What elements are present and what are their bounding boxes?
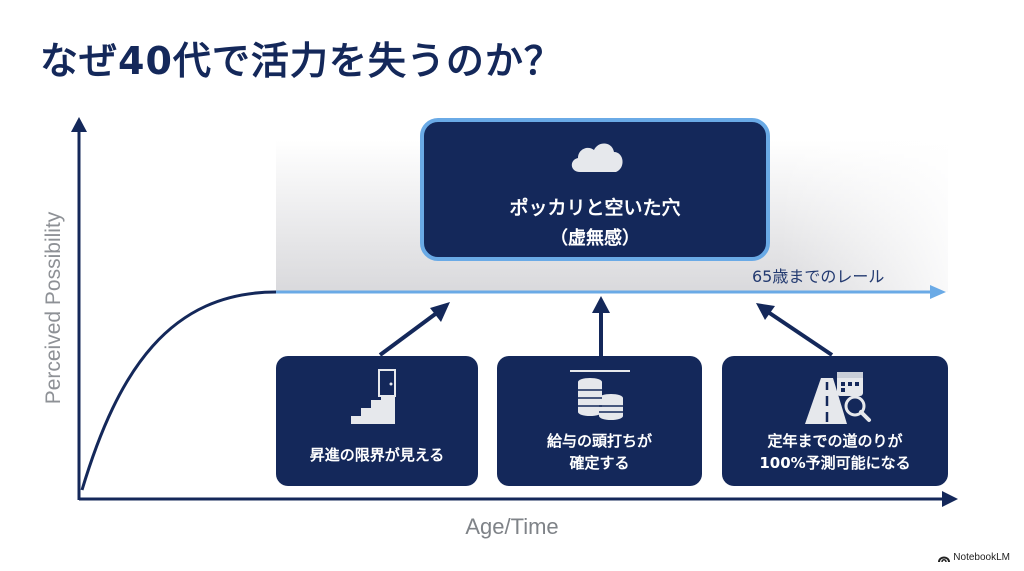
x-axis-label: Age/Time	[465, 514, 559, 539]
arrow-left	[378, 302, 450, 357]
center-box: ポッカリと空いた穴 （虚無感）	[420, 118, 770, 261]
card-line: 昇進の限界が見える	[309, 446, 445, 464]
road-calendar-icon	[795, 368, 875, 430]
arrow-right	[756, 303, 834, 357]
brand-badge: NotebookLM	[938, 552, 1010, 563]
card-line: 確定する	[569, 454, 630, 472]
y-axis	[71, 117, 87, 500]
possibility-curve	[80, 290, 277, 491]
arrow-center	[592, 296, 610, 356]
rail-label: 65歳までのレール	[752, 267, 885, 286]
stairs-door-icon	[349, 368, 405, 430]
card-predictable-path-text: 定年までの道のりが 100%予測可能になる	[722, 430, 948, 474]
card-promotion-limit-text: 昇進の限界が見える	[276, 444, 478, 466]
y-axis-label: Perceived Possibility	[42, 211, 65, 405]
center-box-title: ポッカリと空いた穴	[509, 197, 681, 219]
card-salary-cap: 給与の頭打ちが 確定する	[497, 356, 702, 486]
notebooklm-logo-icon	[938, 556, 951, 562]
cloud-icon	[566, 138, 628, 182]
center-box-subtitle: （虚無感）	[550, 228, 640, 249]
page-title: なぜ40代で活力を失うのか？	[40, 39, 563, 83]
card-predictable-path: 定年までの道のりが 100%予測可能になる	[722, 356, 948, 486]
brand-name: NotebookLM	[953, 552, 1010, 563]
card-line: 100%予測可能になる	[759, 454, 911, 472]
rail-arrow	[276, 285, 946, 299]
card-salary-cap-text: 給与の頭打ちが 確定する	[497, 430, 702, 474]
card-line: 定年までの道のりが	[767, 432, 903, 450]
coin-stack-icon	[564, 368, 636, 428]
card-line: 給与の頭打ちが	[546, 432, 652, 450]
x-axis	[79, 491, 958, 507]
card-promotion-limit: 昇進の限界が見える	[276, 356, 478, 486]
